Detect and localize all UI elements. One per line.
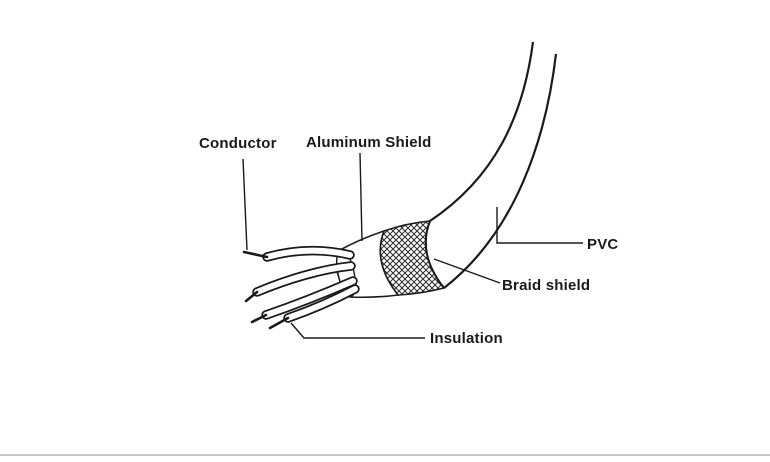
- label-braid-shield: Braid shield: [502, 277, 591, 294]
- insulated-wire-3: [263, 278, 356, 318]
- label-pvc: PVC: [587, 236, 619, 253]
- label-conductor: Conductor: [199, 135, 277, 152]
- conductor-tip-2: [244, 290, 259, 303]
- insulated-wire-4: [285, 286, 358, 321]
- leader-pvc-line: [496, 207, 583, 244]
- pvc-jacket-bottom-wall: [443, 53, 558, 289]
- leader-lines: [242, 152, 583, 339]
- pvc-cut-edge: [424, 220, 445, 289]
- leader-insulation-line: [290, 322, 425, 339]
- leader-conductor-line: [242, 158, 248, 251]
- conductor-tip-3: [250, 313, 268, 324]
- pvc-jacket-top-wall: [429, 41, 535, 222]
- conductor-tip-4: [268, 316, 290, 330]
- wire-bundle: [252, 245, 360, 323]
- insulated-wire-1: [264, 247, 353, 260]
- leader-aluminum-shield-line: [359, 152, 363, 242]
- label-aluminum-shield: Aluminum Shield: [306, 134, 432, 151]
- conductor-tips: [242, 250, 290, 330]
- conductor-tip-1: [242, 250, 269, 259]
- label-insulation: Insulation: [430, 330, 503, 347]
- insulated-wire-2: [254, 263, 354, 295]
- bottom-edge-line: [0, 454, 770, 456]
- leader-braid-shield-line: [433, 258, 501, 284]
